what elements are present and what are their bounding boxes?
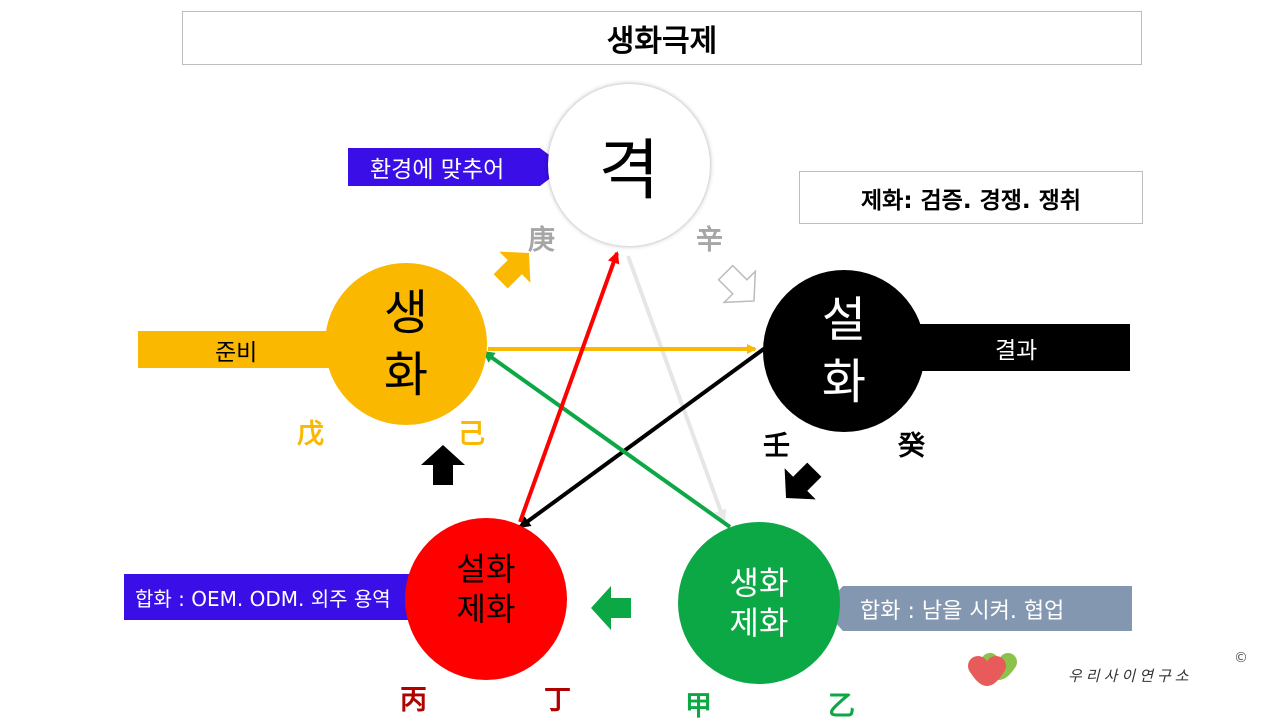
seolhwa-jehwa-line2: 제화 xyxy=(456,590,516,628)
result-label: 결과 xyxy=(995,337,1038,364)
saenghwa-line1: 생 xyxy=(383,285,429,341)
prep-label: 준비 xyxy=(215,339,258,366)
env-label: 환경에 맞추어 xyxy=(370,157,505,183)
block-arrow-black-left xyxy=(421,445,465,485)
stem-gi: 己 xyxy=(458,419,485,450)
combo-left-label: 합화 : OEM. ODM. 외주 용역 xyxy=(135,586,391,611)
block-arrow-white xyxy=(717,264,757,304)
info-box: 제화: 검증. 경쟁. 쟁취 xyxy=(799,171,1143,224)
stem-mu: 戊 xyxy=(297,419,324,450)
line-red xyxy=(518,251,620,523)
env-tag-shape xyxy=(348,148,565,186)
stem-im: 壬 xyxy=(763,431,790,462)
block-arrow-green xyxy=(591,586,631,630)
saenghwa-jehwa-node: 생화 제화 xyxy=(678,522,840,684)
stem-gyeong: 庚 xyxy=(528,225,555,256)
seolhwa-jehwa-line1: 설화 xyxy=(456,550,516,588)
page-title: 생화극제 xyxy=(182,11,1142,65)
block-arrow-yellow xyxy=(493,251,531,289)
line-green xyxy=(482,350,732,529)
seolhwa-jehwa-node: 설화 제화 xyxy=(405,518,567,680)
seolhwa-line1: 설 xyxy=(821,292,867,348)
stem-jeong: 丁 xyxy=(544,685,571,716)
prep-band xyxy=(138,331,338,368)
block-arrow-black-right xyxy=(784,462,822,500)
gyeok-label: 격 xyxy=(598,132,660,209)
combo-left-tag-shape xyxy=(124,574,448,620)
saenghwa-jehwa-line1: 생화 xyxy=(729,564,789,602)
saenghwa-jehwa-line2: 제화 xyxy=(729,604,789,642)
stem-eul: 乙 xyxy=(828,691,855,722)
combo-right-label: 합화 : 남을 시켜. 협업 xyxy=(860,598,1065,624)
gyeok-node: 격 xyxy=(548,84,710,246)
stem-byeong: 丙 xyxy=(400,685,427,716)
result-band xyxy=(900,324,1130,371)
heart-logo xyxy=(968,653,1017,686)
stem-gap: 甲 xyxy=(685,691,712,722)
saenghwa-node: 생 화 xyxy=(325,263,487,425)
stem-gye: 癸 xyxy=(898,431,925,462)
org-watermark: 우리사이연구소 xyxy=(1068,667,1193,685)
copyright-mark: © xyxy=(1234,650,1248,666)
line-black xyxy=(518,346,767,529)
line-grey xyxy=(626,255,727,522)
saenghwa-line2: 화 xyxy=(383,347,429,403)
stem-sin: 辛 xyxy=(696,225,723,256)
combo-right-tag-shape xyxy=(822,586,1132,631)
seolhwa-line2: 화 xyxy=(821,354,867,410)
seolhwa-node: 설 화 xyxy=(763,270,925,432)
